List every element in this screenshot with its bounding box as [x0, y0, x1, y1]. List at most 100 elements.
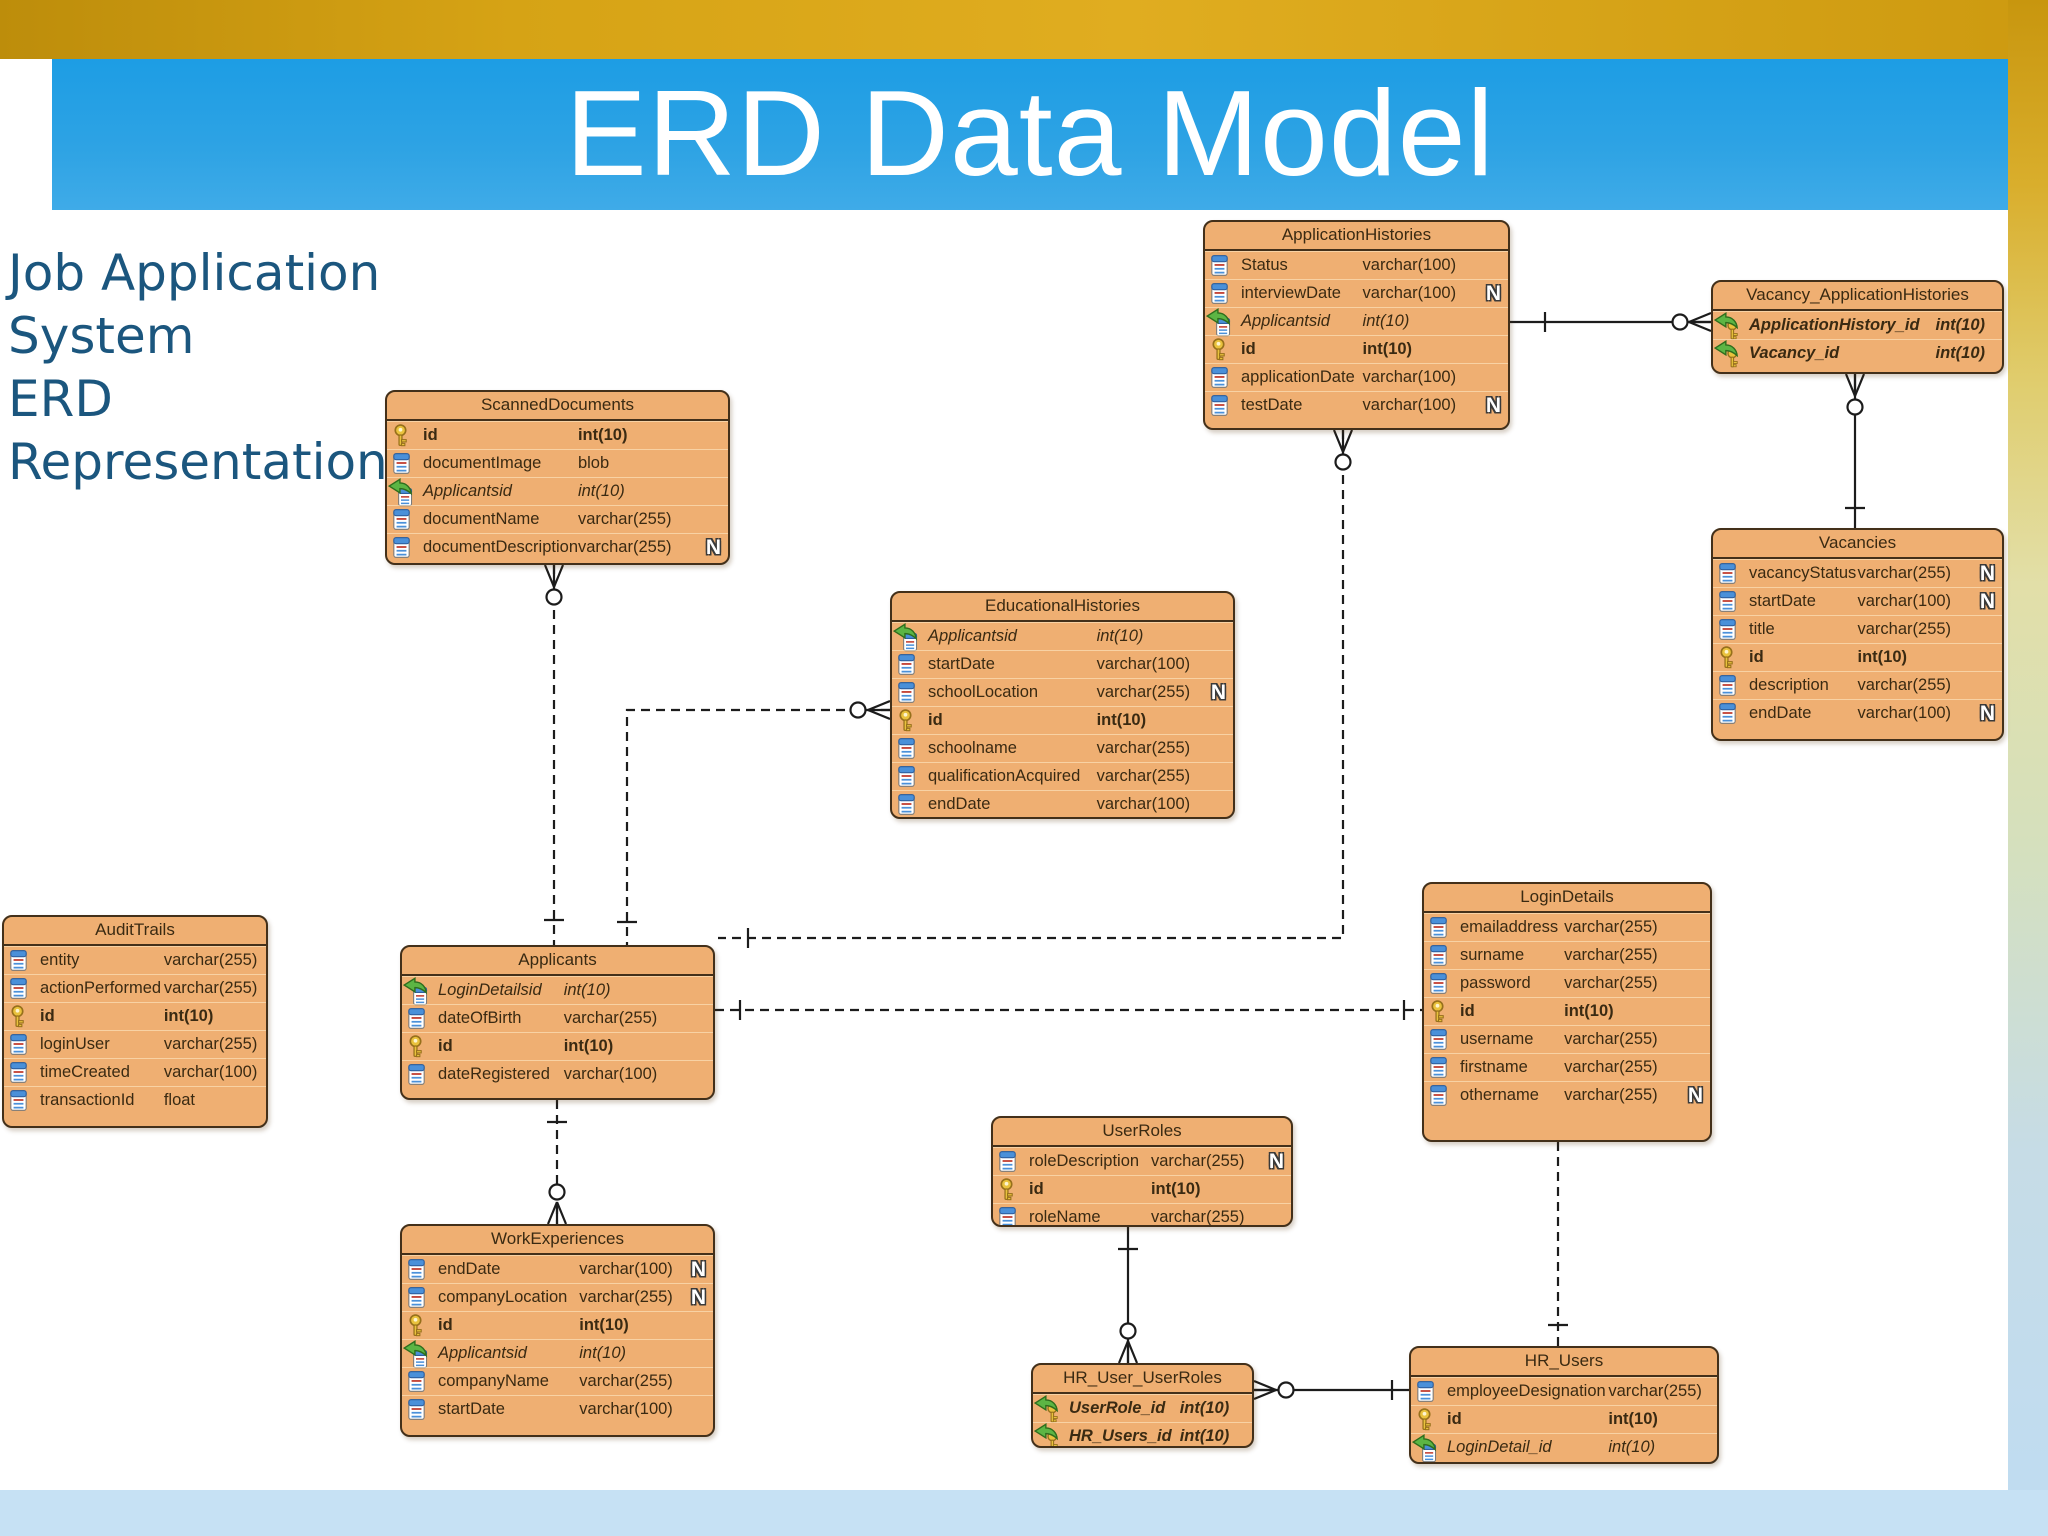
field-type: varchar(255) — [1564, 1030, 1658, 1048]
field-name: schoolLocation — [928, 683, 1039, 701]
field-row: description varchar(255) — [1713, 671, 2002, 699]
column-icon — [1718, 702, 1748, 727]
entity-title: ScannedDocuments — [387, 392, 728, 421]
field-type: int(10) — [1179, 1399, 1230, 1417]
entity-title: EducationalHistories — [892, 593, 1233, 622]
field-type: int(10) — [577, 482, 625, 500]
entity-title: HR_User_UserRoles — [1033, 1365, 1252, 1394]
field-name: companyLocation — [438, 1288, 568, 1306]
field-type: varchar(255) — [1564, 946, 1658, 964]
column-icon — [9, 1033, 39, 1058]
field-name: employeeDesignation — [1447, 1382, 1606, 1400]
subtitle: Job Application System ERD Representatio… — [8, 242, 428, 494]
field-name: id — [1749, 648, 1764, 666]
field-type: varchar(255) — [1857, 676, 1952, 694]
nullable-badge: N — [1979, 702, 1995, 725]
column-icon — [1210, 394, 1240, 419]
field-type: int(10) — [1608, 1438, 1656, 1456]
relationship-Applicants-to-LoginDetails — [715, 1000, 1422, 1020]
relationship-LoginDetails-to-HR_Users — [1548, 1142, 1568, 1346]
primary-key-icon — [392, 424, 422, 449]
field-name: id — [1029, 1180, 1044, 1198]
column-icon — [407, 1370, 437, 1395]
field-type: int(10) — [577, 426, 628, 444]
field-row: id int(10) — [1713, 643, 2002, 671]
subtitle-line: Job Application — [8, 244, 381, 302]
field-name: id — [1447, 1410, 1462, 1428]
field-type: varchar(255) — [579, 1372, 673, 1390]
field-type: varchar(255) — [563, 1009, 658, 1027]
field-name: id — [40, 1007, 55, 1025]
field-name: companyName — [438, 1372, 549, 1390]
column-icon — [1718, 618, 1748, 643]
field-name: Applicantsid — [423, 482, 512, 500]
foreign-key-icon — [892, 623, 923, 652]
field-type: int(10) — [163, 1007, 214, 1025]
column-icon — [897, 681, 927, 706]
field-name: endDate — [438, 1260, 501, 1278]
field-type: varchar(255) — [1564, 1058, 1658, 1076]
field-name: emailaddress — [1460, 918, 1559, 936]
field-name: endDate — [928, 795, 991, 813]
field-type: int(10) — [1096, 627, 1144, 645]
field-type: varchar(100) — [563, 1065, 658, 1083]
field-name: Applicantsid — [928, 627, 1017, 645]
field-name: id — [1241, 340, 1256, 358]
slide-title: ERD Data Model — [565, 65, 1495, 201]
field-name: description — [1749, 676, 1829, 694]
entity-title: Vacancies — [1713, 530, 2002, 559]
relationship-UserRoles-to-HR_User_UserRoles — [1117, 1227, 1139, 1364]
column-icon — [407, 1258, 437, 1283]
nullable-badge: N — [1979, 590, 1995, 613]
field-type: varchar(100) — [1857, 592, 1952, 610]
column-icon — [407, 1063, 437, 1088]
primary-foreign-key-icon — [1033, 1395, 1064, 1423]
column-icon — [392, 508, 422, 533]
field-type: varchar(100) — [1857, 704, 1952, 722]
field-type: varchar(255) — [1096, 767, 1191, 785]
field-name: startDate — [928, 655, 995, 673]
field-type: int(10) — [1857, 648, 1908, 666]
field-row: Applicantsid int(10) — [892, 622, 1233, 652]
field-type: varchar(100) — [1362, 396, 1457, 414]
field-type: int(10) — [1362, 340, 1413, 358]
column-icon — [1210, 282, 1240, 307]
primary-key-icon — [407, 1314, 437, 1339]
entity-title: AuditTrails — [4, 917, 266, 946]
field-type: varchar(100) — [1362, 256, 1457, 274]
field-name: id — [928, 711, 943, 729]
field-name: timeCreated — [40, 1063, 130, 1081]
relationship-ApplicationHistories-to-Vacancy_ApplicationHistories — [1510, 311, 1712, 333]
column-icon — [897, 737, 927, 762]
field-type: varchar(100) — [163, 1063, 258, 1081]
column-icon — [1429, 944, 1459, 969]
